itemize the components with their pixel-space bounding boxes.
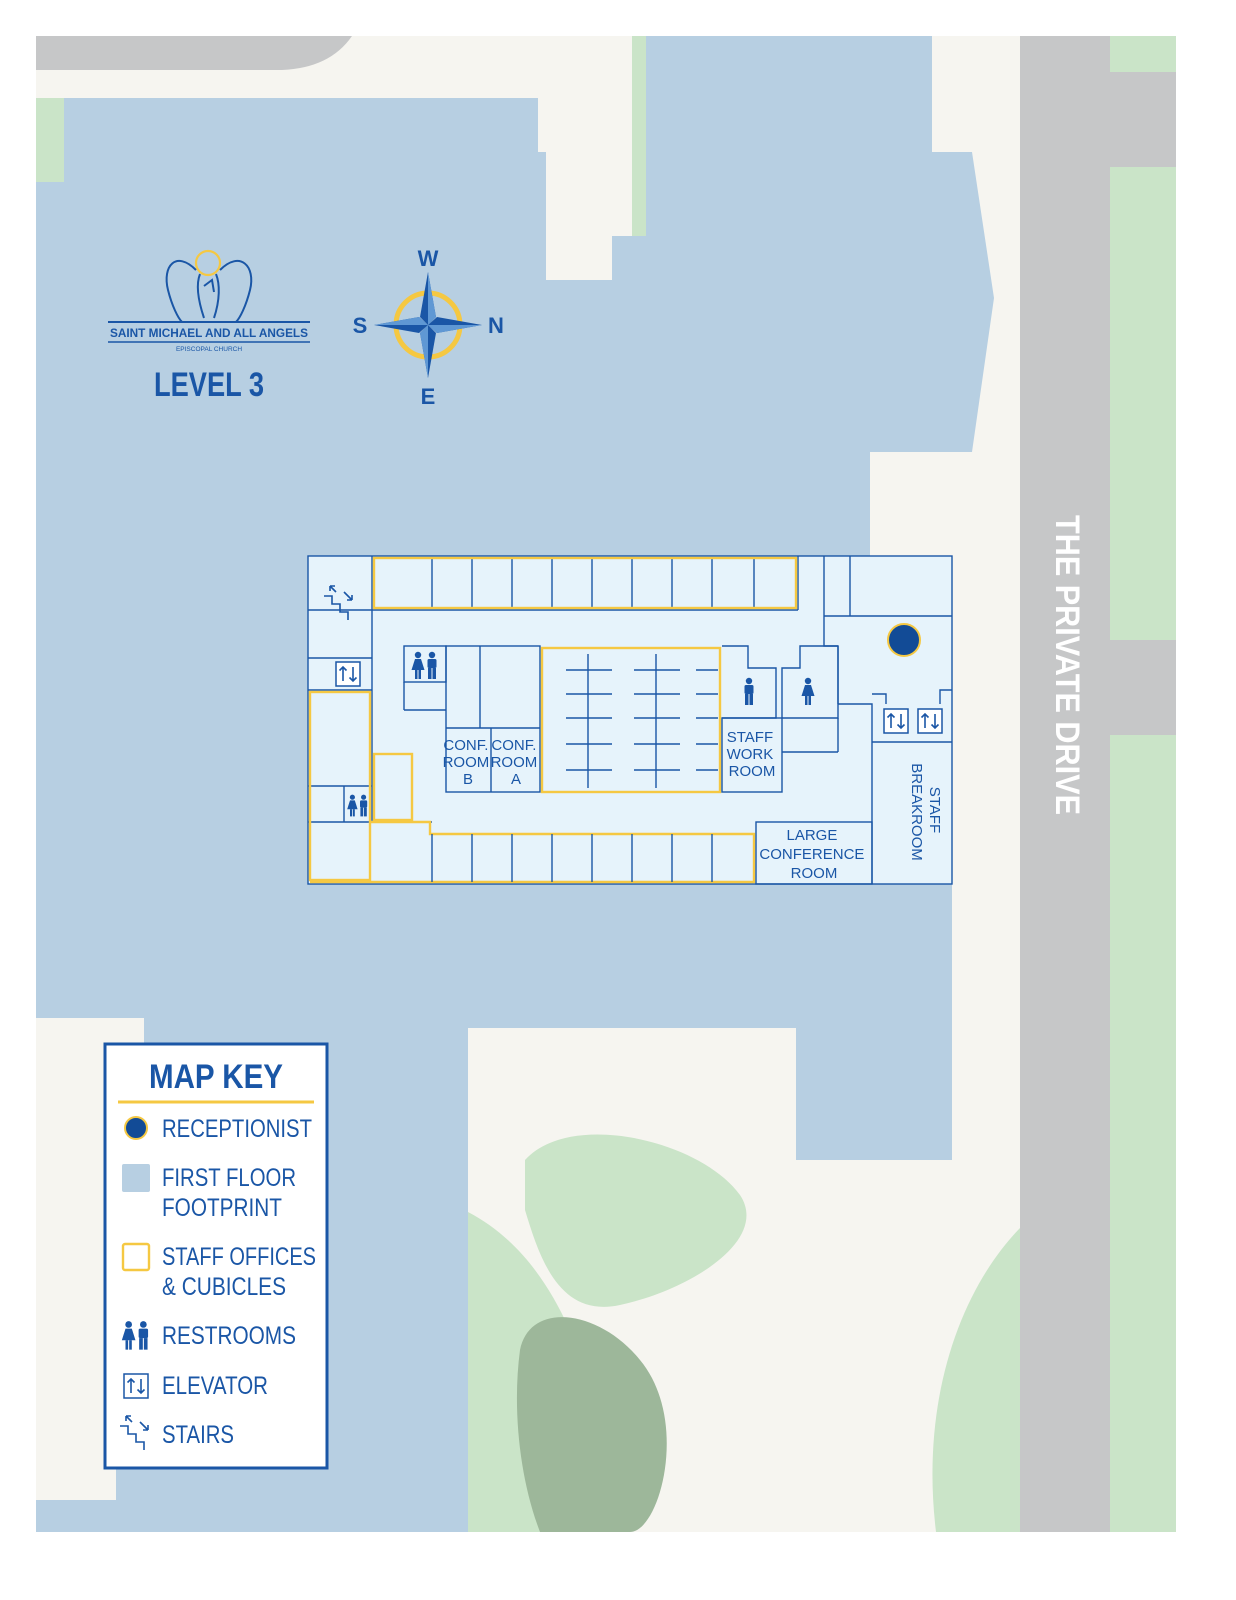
legend-stairs: STAIRS: [119, 1415, 234, 1451]
footprint-legend-swatch: [122, 1164, 150, 1192]
legend-footprint: FIRST FLOOR FOOTPRINT: [122, 1164, 303, 1222]
compass-right-label: N: [488, 313, 504, 338]
road-label: THE PRIVATE DRIVE: [1048, 515, 1086, 815]
room-staff-work: STAFF WORK ROOM: [727, 729, 778, 780]
elevator-icon-west: [335, 661, 361, 687]
central-cubicles: [540, 646, 722, 794]
legend-receptionist: RECEPTIONIST: [124, 1115, 312, 1143]
room-conf-a: CONF. ROOM A: [491, 737, 542, 788]
room-conf-b: CONF. ROOM B: [443, 737, 494, 788]
top-left-road: [36, 36, 352, 70]
legend-staff-offices-label: STAFF OFFICES & CUBICLES: [162, 1243, 323, 1301]
grass-bottom-right: [932, 1228, 1020, 1532]
right-driveway-1: [1110, 72, 1176, 167]
receptionist-legend-icon: [124, 1116, 148, 1140]
room-large-conference: LARGE CONFERENCE ROOM: [759, 827, 868, 882]
angel-icon: [165, 249, 253, 323]
elevator-icon-east-1: [883, 708, 909, 734]
compass-bottom-label: E: [421, 384, 436, 409]
receptionist-dot-icon: [887, 623, 921, 657]
room-staff-breakroom: STAFF BREAKROOM: [908, 763, 943, 861]
bottom-office-row: [431, 834, 713, 882]
top-office-row: [308, 556, 952, 617]
map-key-title: MAP KEY: [149, 1058, 283, 1096]
legend-footprint-label: FIRST FLOOR FOOTPRINT: [162, 1164, 303, 1222]
level-title: LEVEL 3: [154, 366, 264, 404]
legend-elevator: ELEVATOR: [123, 1372, 268, 1400]
elevator-icon-east-2: [917, 708, 943, 734]
right-driveway-2: [1110, 640, 1176, 735]
small-staff-office: [372, 752, 414, 822]
grass-blob-top: [525, 1134, 747, 1307]
legend-restrooms-label: RESTROOMS: [162, 1322, 296, 1350]
central-block: [403, 645, 541, 793]
map-key: MAP KEY RECEPTIONIST FIRST FLOOR FOOTPRI…: [103, 1042, 329, 1470]
private-drive-road: [1020, 36, 1110, 1532]
legend-receptionist-label: RECEPTIONIST: [162, 1115, 312, 1143]
landscape: [468, 1134, 1020, 1532]
compass-top-label: W: [418, 246, 439, 271]
legend-stairs-label: STAIRS: [162, 1421, 234, 1449]
west-staff-offices: [308, 690, 372, 882]
church-name: SAINT MICHAEL AND ALL ANGELS: [110, 326, 308, 340]
elevator-legend-icon: [123, 1373, 149, 1399]
church-subtitle: EPISCOPAL CHURCH: [176, 346, 242, 353]
compass-left-label: S: [353, 313, 368, 338]
cubicle-grid: [566, 654, 718, 788]
grass-top-left: [36, 98, 64, 182]
right-grass-strip: [1110, 36, 1176, 1532]
compass-rose-icon: [374, 272, 482, 378]
east-block: [721, 616, 952, 885]
legend-restrooms: RESTROOMS: [121, 1321, 296, 1350]
tree-dark-blob: [516, 1317, 667, 1532]
legend-elevator-label: ELEVATOR: [162, 1372, 268, 1400]
church-logo: SAINT MICHAEL AND ALL ANGELS EPISCOPAL C…: [108, 249, 310, 353]
floor-plan: [307, 555, 953, 885]
legend-staff-offices: STAFF OFFICES & CUBICLES: [121, 1242, 323, 1301]
grass-top-mid: [632, 36, 648, 236]
top-staff-offices: [372, 556, 798, 610]
staff-offices-legend-swatch: [121, 1242, 151, 1272]
